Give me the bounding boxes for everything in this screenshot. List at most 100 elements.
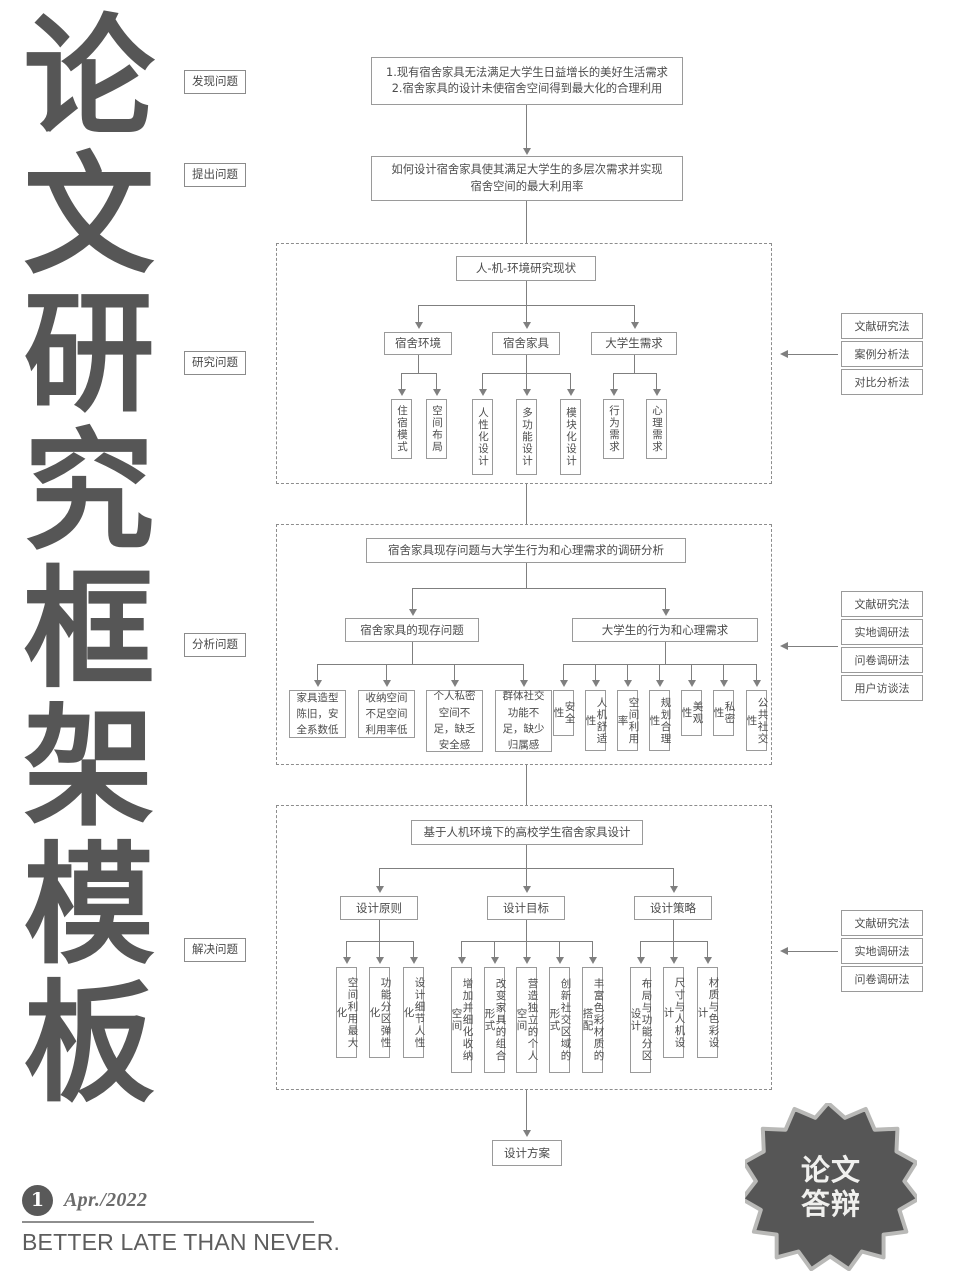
solution-leaf: 材质与色彩设计 [697,967,720,1058]
connector-line [379,920,380,941]
connector-line [563,664,564,681]
stage-label-discover: 发现问题 [184,70,246,94]
arrow-down-icon [398,389,406,396]
arrow-down-icon [314,680,322,687]
connector-line [526,941,527,958]
arrow-down-icon [592,680,600,687]
thesis-defense-badge: 论文 答辩 [745,1103,917,1271]
connector-line [570,373,571,390]
arrow-down-icon [376,886,384,893]
connector-line [634,355,635,373]
analysis-leaf: 规划合理性 [649,690,672,751]
badge-label: 论文 答辩 [745,1103,917,1271]
arrow-down-icon [567,389,575,396]
connector-line [526,105,527,150]
connector-line [691,664,692,681]
analysis-leaf: 人机舒适性 [585,690,608,751]
arrow-down-icon [653,389,661,396]
connector-line [526,373,527,390]
connector-line [454,664,455,681]
arrow-down-icon [753,680,761,687]
analysis-leaf: 空间利用率 [617,690,640,751]
research-leaf: 人性化设计 [472,399,493,475]
connector-line [436,373,437,390]
footer-divider [22,1221,314,1223]
arrow-down-icon [688,680,696,687]
connector-line [494,941,495,958]
connector-line [756,664,757,681]
analysis-leaf: 私密性 [713,690,736,736]
connector-line [526,355,527,373]
connector-line [526,765,527,805]
solution-leaf: 营造独立的个人空间 [516,967,539,1073]
arrow-down-icon [523,1130,531,1137]
research-leaf: 模块化设计 [560,399,581,475]
connector-line [634,305,635,323]
connector-line [418,355,419,373]
connector-line [526,305,527,323]
connector-line [788,646,838,647]
final-design-box: 设计方案 [492,1140,562,1166]
solution-leaf: 空间利用最大化 [336,967,359,1058]
title-char: 架 [23,690,155,844]
analysis-root-box: 宿舍家具现存问题与大学生行为和心理需求的调研分析 [366,538,686,563]
connector-line [523,664,524,681]
arrow-left-icon [780,642,788,650]
solution-leaf: 增加并细化收纳空间 [451,967,474,1073]
solution-leaf: 设计细节人性化 [403,967,426,1058]
connector-line [665,642,666,664]
solution-root-box: 基于人机环境下的高校学生宿舍家具设计 [411,820,643,845]
connector-line [386,664,387,681]
analysis-leaf: 收纳空间不足空间利用率低 [358,690,415,738]
analysis-method-3: 用户访谈法 [841,675,923,701]
arrow-down-icon [383,680,391,687]
solution-leaf: 改变家具的组合形式 [484,967,507,1073]
starburst-shape [745,1103,917,1271]
arrow-down-icon [523,886,531,893]
problem-line-2: 2.宿舍家具的设计未使宿舍空间得到最大化的合理利用 [391,82,663,95]
arrow-down-icon [523,322,531,329]
research-leaf: 心理需求 [646,399,667,459]
solution-branch-title-0: 设计原则 [340,896,418,920]
connector-line [665,588,666,610]
arrow-down-icon [656,680,664,687]
arrow-down-icon [662,609,670,616]
analysis-leaf: 美观性 [681,690,704,736]
stage-label-propose: 提出问题 [184,163,246,187]
connector-line [317,664,523,665]
connector-line [707,941,708,958]
analysis-leaf: 家具造型陈旧，安全系数低 [289,690,346,738]
connector-line [788,951,838,952]
connector-line [673,868,674,887]
analysis-leaf: 个人私密空间不足，缺乏安全感 [426,690,483,752]
analysis-branch-title-1: 大学生的行为和心理需求 [572,618,758,642]
research-group-frame [276,243,772,484]
solution-method-2: 问卷调研法 [841,966,923,992]
arrow-down-icon [631,322,639,329]
connector-line [526,920,527,941]
solution-branch-title-1: 设计目标 [487,896,565,920]
connector-line [788,354,838,355]
badge-line-1: 论文 [800,1153,861,1187]
connector-line [673,941,674,958]
connector-line [412,588,413,610]
connector-line [526,868,527,887]
research-question-box: 如何设计宿舍家具使其满足大学生的多层次需求并实现 宿舍空间的最大利用率 [371,156,683,201]
arrow-down-icon [556,957,564,964]
solution-leaf: 功能分区弹性化 [369,967,392,1058]
analysis-method-1: 实地调研法 [841,619,923,645]
arrow-down-icon [589,957,597,964]
connector-line [659,664,660,681]
arrow-down-icon [376,957,384,964]
arrow-down-icon [523,148,531,155]
arrow-down-icon [415,322,423,329]
footer-tagline: BETTER LATE THAN NEVER. [22,1229,341,1255]
solution-leaf: 布局与功能分区设计 [630,967,653,1073]
badge-line-2: 答辩 [800,1187,861,1221]
connector-line [723,664,724,681]
connector-line [526,484,527,524]
connector-line [592,941,593,958]
research-leaf: 多功能设计 [516,399,537,475]
arrow-down-icon [433,389,441,396]
connector-line [379,868,380,887]
